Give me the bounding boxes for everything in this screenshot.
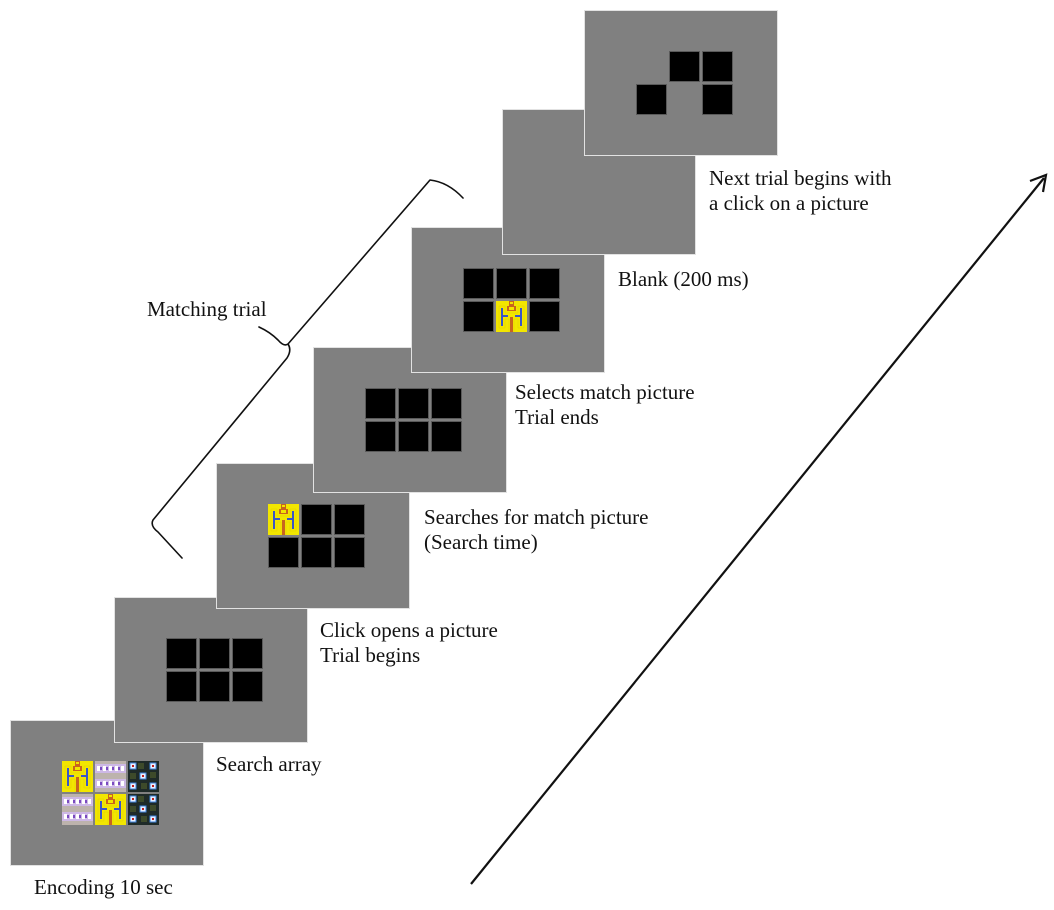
hidden-card [232, 671, 263, 702]
hidden-card [268, 537, 299, 568]
removed-card-slot [636, 51, 667, 82]
hidden-card [431, 388, 462, 419]
hidden-card [365, 421, 396, 452]
picture-card-lilac [62, 794, 93, 825]
dark-pattern-icon [128, 794, 159, 825]
hidden-card [496, 268, 527, 299]
hidden-card [398, 421, 429, 452]
screen-panel-next-trial [584, 10, 778, 156]
screen-panel-encoding [10, 720, 204, 866]
picture-card-maze [496, 301, 527, 332]
label-line: Searches for match picture [424, 505, 649, 529]
maze-pattern-icon [268, 504, 299, 535]
hidden-card [166, 671, 197, 702]
label-line: Encoding 10 sec [34, 875, 173, 899]
label-click-opens: Click opens a picture Trial begins [320, 618, 498, 668]
label-line: Search array [216, 752, 322, 776]
picture-card-lilac [95, 761, 126, 792]
card-grid [62, 761, 159, 826]
hidden-card [232, 638, 263, 669]
time-arrow-shaft [470, 177, 1045, 885]
matching-trial-bracket [151, 179, 464, 559]
maze-pattern-icon [496, 301, 527, 332]
lilac-pattern-icon [95, 761, 126, 792]
hidden-card [365, 388, 396, 419]
picture-card-maze [62, 761, 93, 792]
label-line: (Search time) [424, 530, 538, 554]
lilac-pattern-icon [62, 794, 93, 825]
maze-pattern-icon [62, 761, 93, 792]
label-line: Next trial begins with [709, 166, 892, 190]
hidden-card [199, 638, 230, 669]
picture-card-dark [128, 794, 159, 825]
picture-card-dark [128, 761, 159, 792]
label-search-array: Search array [216, 752, 322, 777]
label-next-trial: Next trial begins with a click on a pict… [709, 166, 892, 216]
label-line: Click opens a picture [320, 618, 498, 642]
time-arrow-head-icon [1029, 173, 1048, 193]
label-line: Selects match picture [515, 380, 695, 404]
hidden-card [301, 504, 332, 535]
card-grid [463, 268, 560, 333]
hidden-card [669, 51, 700, 82]
label-line: Blank (200 ms) [618, 267, 749, 291]
hidden-card [636, 84, 667, 115]
hidden-card [431, 421, 462, 452]
hidden-card [301, 537, 332, 568]
dark-pattern-icon [128, 761, 159, 792]
hidden-card [199, 671, 230, 702]
label-line: Trial ends [515, 405, 599, 429]
hidden-card [529, 268, 560, 299]
hidden-card [334, 537, 365, 568]
label-selects-match: Selects match picture Trial ends [515, 380, 695, 430]
maze-pattern-icon [95, 794, 126, 825]
hidden-card [702, 51, 733, 82]
hidden-card [166, 638, 197, 669]
picture-card-maze [95, 794, 126, 825]
card-grid [636, 51, 733, 116]
picture-card-maze [268, 504, 299, 535]
hidden-card [463, 301, 494, 332]
hidden-card [334, 504, 365, 535]
hidden-card [702, 84, 733, 115]
label-blank: Blank (200 ms) [618, 267, 749, 292]
card-grid [365, 388, 462, 453]
card-grid [268, 504, 365, 569]
screen-panel-search-array [114, 597, 308, 743]
bracket-label: Matching trial [147, 297, 267, 322]
hidden-card [529, 301, 560, 332]
hidden-card [398, 388, 429, 419]
label-line: a click on a picture [709, 191, 869, 215]
bracket-label-text: Matching trial [147, 297, 267, 321]
label-searches: Searches for match picture (Search time) [424, 505, 648, 555]
label-line: Trial begins [320, 643, 421, 667]
card-grid [166, 638, 263, 703]
hidden-card [463, 268, 494, 299]
removed-card-slot [669, 84, 700, 115]
label-encoding: Encoding 10 sec [34, 875, 173, 900]
